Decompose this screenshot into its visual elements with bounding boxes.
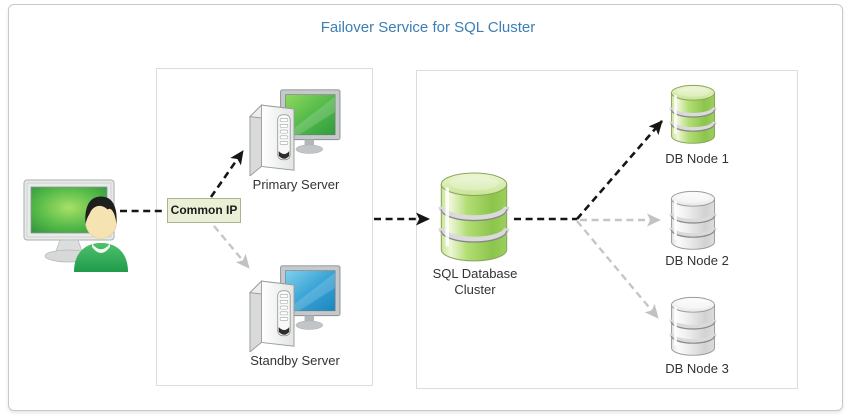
common-ip-label: Common IP <box>167 198 241 223</box>
primary-server-label: Primary Server <box>252 177 340 192</box>
db-node-2-label: DB Node 2 <box>665 253 729 268</box>
user-workstation-icon <box>23 179 128 272</box>
diagram-title: Failover Service for SQL Cluster <box>320 19 536 36</box>
primary-server-icon <box>248 89 341 176</box>
db-node-2-icon <box>669 190 717 250</box>
db-node-1-icon <box>669 84 717 144</box>
db-node-1-label: DB Node 1 <box>665 151 729 166</box>
standby-server-icon <box>248 265 341 352</box>
sql-database-cluster-label: SQL Database Cluster <box>432 266 518 297</box>
db-node-3-label: DB Node 3 <box>665 361 729 376</box>
sql-database-cluster-icon <box>438 172 510 262</box>
standby-server-label: Standby Server <box>250 353 340 368</box>
db-node-3-icon <box>669 296 717 356</box>
